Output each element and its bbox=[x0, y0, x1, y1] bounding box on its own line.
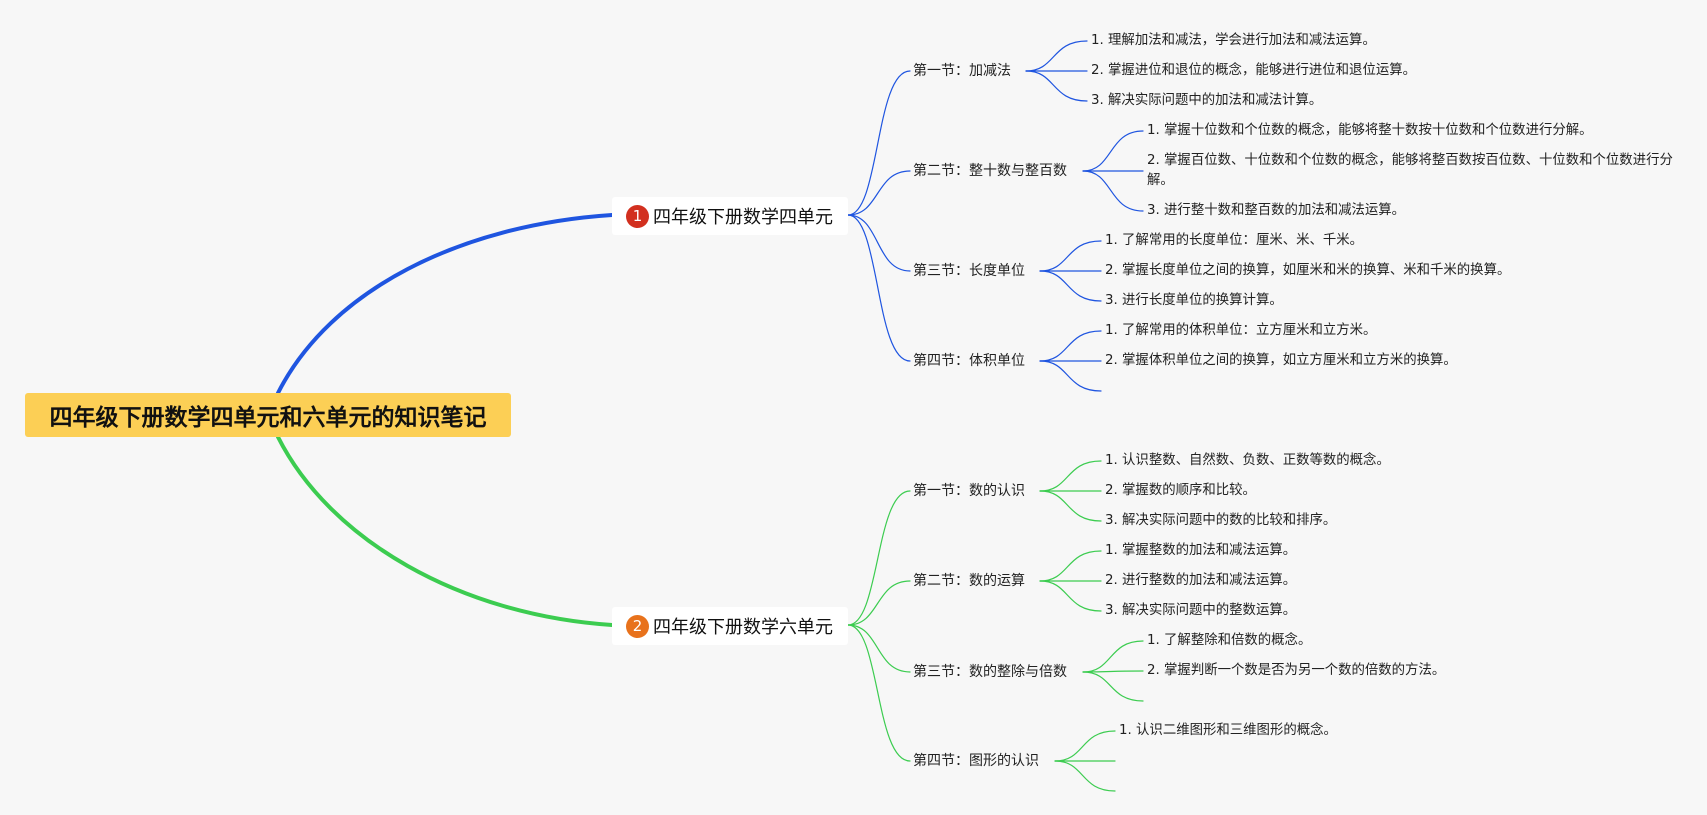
section-connector bbox=[847, 214, 911, 272]
main-branch-unit4 bbox=[276, 213, 614, 395]
note-item[interactable]: 2. 掌握判断一个数是否为另一个数的倍数的方法。 bbox=[1147, 663, 1446, 678]
item-connector bbox=[1039, 490, 1102, 522]
item-connector bbox=[1082, 170, 1144, 212]
note-item[interactable]: 2. 掌握数的顺序和比较。 bbox=[1105, 483, 1256, 498]
unit-title: 四年级下册数学四单元 bbox=[653, 207, 833, 228]
note-item[interactable]: 1. 认识整数、自然数、负数、正数等数的概念。 bbox=[1105, 453, 1390, 468]
root-topic[interactable]: 四年级下册数学四单元和六单元的知识笔记 bbox=[25, 393, 511, 437]
section-topic[interactable]: 第二节：整十数与整百数 bbox=[913, 163, 1067, 179]
note-item[interactable]: 3. 解决实际问题中的加法和减法计算。 bbox=[1091, 93, 1323, 108]
note-item[interactable]: 2. 掌握百位数、十位数和个位数的概念，能够将整百数按百位数、十位数和个位数进行… bbox=[1147, 153, 1673, 188]
item-connector bbox=[1082, 130, 1144, 172]
note-item[interactable]: 2. 掌握体积单位之间的换算，如立方厘米和立方米的换算。 bbox=[1105, 353, 1457, 368]
item-connector bbox=[1039, 360, 1102, 392]
section-connector bbox=[847, 490, 911, 626]
section-topic[interactable]: 第一节：加减法 bbox=[913, 63, 1011, 79]
item-connector bbox=[1039, 270, 1102, 302]
section-connector bbox=[847, 624, 911, 762]
unit-topic-4[interactable]: 1 四年级下册数学四单元 bbox=[612, 197, 848, 235]
section-connector bbox=[847, 70, 911, 216]
note-item[interactable]: 1. 掌握整数的加法和减法运算。 bbox=[1105, 543, 1297, 558]
note-item[interactable]: 3. 进行长度单位的换算计算。 bbox=[1105, 293, 1283, 308]
number-badge-icon: 1 bbox=[626, 204, 649, 228]
note-item[interactable]: 1. 了解常用的长度单位：厘米、米、千米。 bbox=[1105, 233, 1364, 248]
item-connector bbox=[1082, 671, 1144, 702]
item-connector bbox=[1039, 460, 1102, 492]
item-connector bbox=[1039, 330, 1102, 362]
section-topic[interactable]: 第三节：数的整除与倍数 bbox=[913, 664, 1067, 680]
section-topic[interactable]: 第四节：图形的认识 bbox=[913, 753, 1039, 769]
item-connector bbox=[1082, 670, 1144, 673]
section-topic[interactable]: 第一节：数的认识 bbox=[913, 483, 1025, 499]
item-connector bbox=[1039, 580, 1102, 612]
main-branch-unit6 bbox=[276, 435, 614, 627]
note-item[interactable]: 2. 掌握长度单位之间的换算，如厘米和米的换算、米和千米的换算。 bbox=[1105, 263, 1511, 278]
section-connector bbox=[847, 214, 911, 362]
item-connector bbox=[1054, 730, 1116, 762]
note-item[interactable]: 1. 掌握十位数和个位数的概念，能够将整十数按十位数和个位数进行分解。 bbox=[1147, 123, 1593, 138]
item-connector bbox=[1054, 760, 1116, 792]
note-item[interactable]: 3. 进行整十数和整百数的加法和减法运算。 bbox=[1147, 203, 1406, 218]
note-item[interactable]: 3. 解决实际问题中的整数运算。 bbox=[1105, 603, 1297, 618]
note-item[interactable]: 1. 认识二维图形和三维图形的概念。 bbox=[1119, 723, 1337, 738]
item-connector bbox=[1039, 550, 1102, 582]
unit-topic-6[interactable]: 2 四年级下册数学六单元 bbox=[612, 607, 848, 645]
section-topic[interactable]: 第二节：数的运算 bbox=[913, 573, 1025, 589]
section-connector bbox=[847, 170, 911, 216]
unit-title: 四年级下册数学六单元 bbox=[653, 617, 833, 638]
section-topic[interactable]: 第四节：体积单位 bbox=[913, 353, 1025, 369]
section-connector bbox=[847, 580, 911, 626]
note-item[interactable]: 2. 进行整数的加法和减法运算。 bbox=[1105, 573, 1297, 588]
section-topic[interactable]: 第三节：长度单位 bbox=[913, 263, 1025, 279]
item-connector bbox=[1082, 640, 1144, 673]
item-connector bbox=[1025, 70, 1088, 102]
note-item[interactable]: 1. 理解加法和减法，学会进行加法和减法运算。 bbox=[1091, 33, 1376, 48]
note-item[interactable]: 3. 解决实际问题中的数的比较和排序。 bbox=[1105, 513, 1337, 528]
section-connector bbox=[847, 624, 911, 673]
note-item[interactable]: 1. 了解整除和倍数的概念。 bbox=[1147, 633, 1312, 648]
note-item[interactable]: 1. 了解常用的体积单位：立方厘米和立方米。 bbox=[1105, 323, 1377, 338]
item-connector bbox=[1025, 40, 1088, 72]
item-connector bbox=[1039, 240, 1102, 272]
number-badge-icon: 2 bbox=[626, 614, 649, 638]
note-item[interactable]: 2. 掌握进位和退位的概念，能够进行进位和退位运算。 bbox=[1091, 63, 1417, 78]
